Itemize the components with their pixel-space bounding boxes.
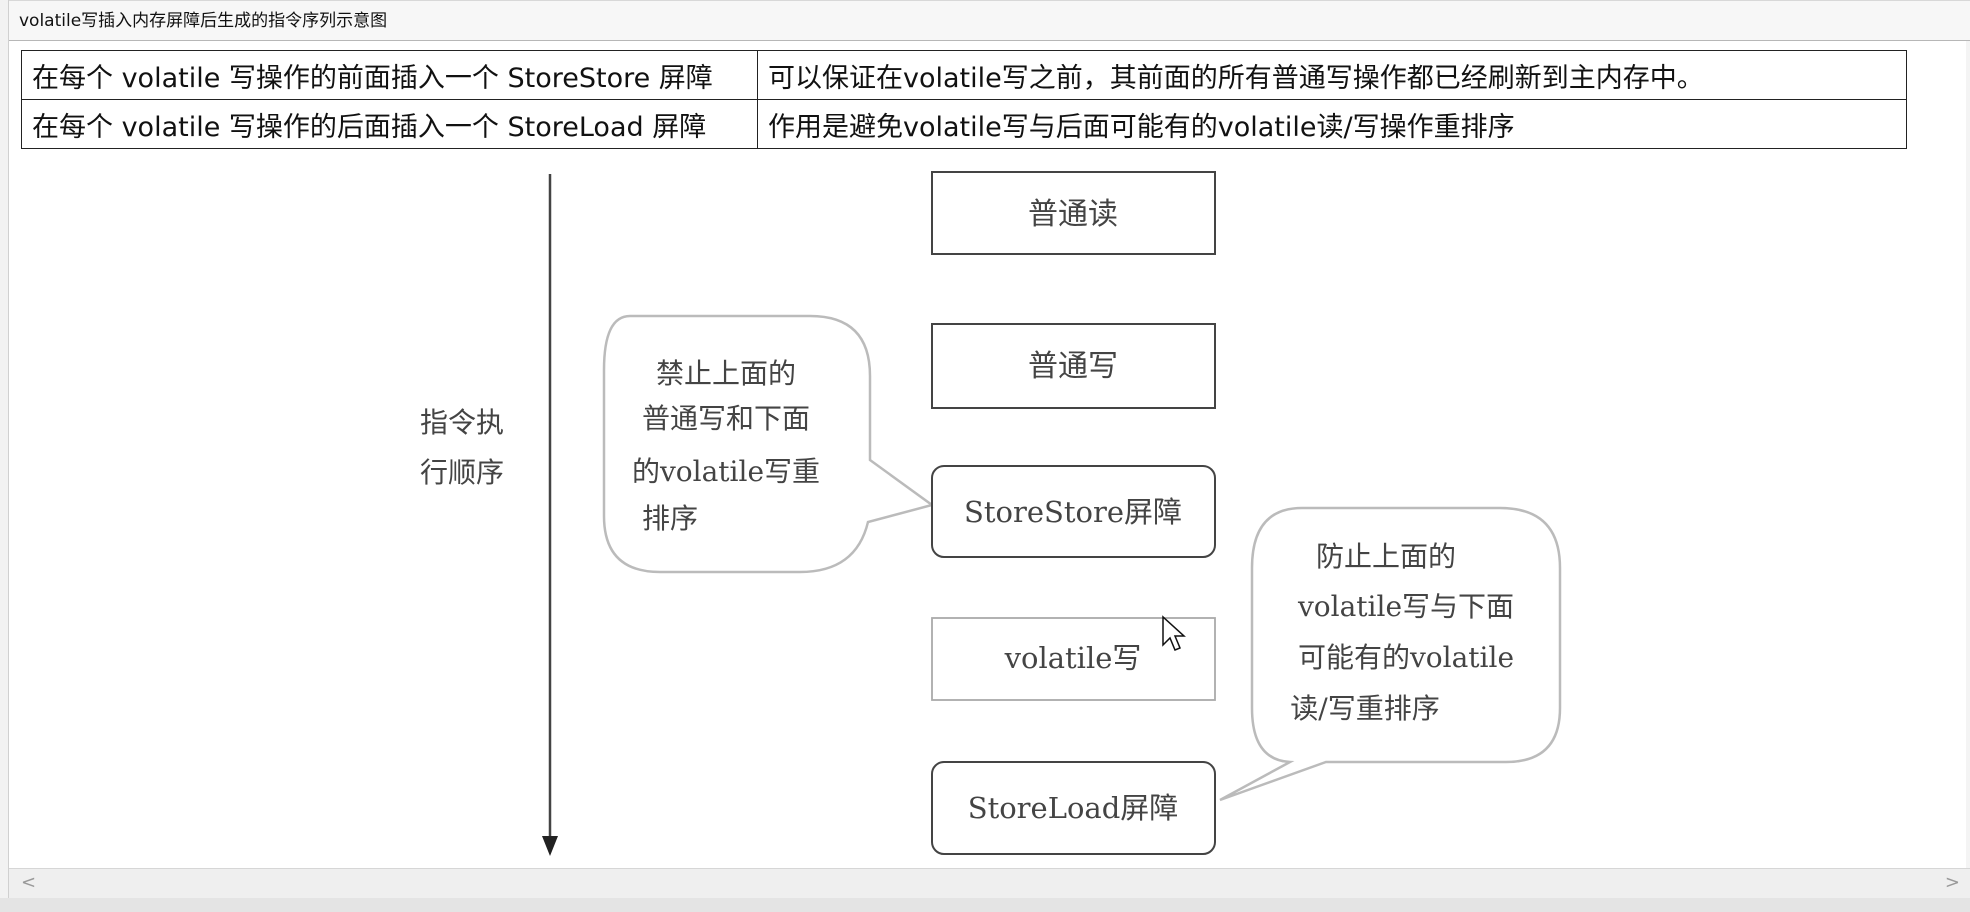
scroll-right-icon[interactable]: > [1944, 872, 1960, 893]
rule-cell: 在每个 volatile 写操作的前面插入一个 StoreStore 屏障 [21, 50, 758, 100]
window-title: volatile写插入内存屏障后生成的指令序列示意图 [9, 0, 1970, 41]
table-row: 在每个 volatile 写操作的后面插入一个 StoreLoad 屏障 作用是… [21, 99, 1907, 149]
step-label: StoreLoad屏障 [968, 791, 1179, 825]
bottom-bar [0, 898, 1970, 912]
axis-label-line: 指令执 [420, 406, 504, 439]
step-label: StoreStore屏障 [964, 495, 1182, 529]
callout-left-bubble [602, 314, 935, 574]
right-edge [1966, 0, 1970, 912]
callout-left-line: 排序 [642, 502, 698, 535]
effect-cell: 作用是避免volatile写与后面可能有的volatile读/写操作重排序 [757, 99, 1907, 149]
horizontal-scrollbar[interactable]: < > [9, 868, 1970, 898]
step-label: volatile写 [1004, 641, 1142, 675]
effect-cell: 可以保证在volatile写之前，其前面的所有普通写操作都已经刷新到主内存中。 [757, 50, 1907, 100]
callout-right-line: 读/写重排序 [1290, 692, 1439, 725]
callout-left-line: 普通写和下面 [642, 402, 810, 435]
callout-right-line: volatile写与下面 [1297, 590, 1514, 623]
callout-right-line: 防止上面的 [1316, 540, 1456, 573]
step-box [931, 171, 1216, 255]
scroll-left-icon[interactable]: < [21, 872, 37, 893]
callout-right-line: 可能有的volatile [1298, 641, 1514, 674]
callout-right-bubble [1219, 506, 1562, 802]
step-label: 普通写 [1028, 349, 1118, 384]
step-label: 普通读 [1028, 197, 1118, 232]
mouse-cursor-icon [1162, 615, 1186, 651]
callout-left-line: 禁止上面的 [656, 357, 796, 390]
rules-table: 在每个 volatile 写操作的前面插入一个 StoreStore 屏障 可以… [21, 50, 1907, 149]
rule-cell: 在每个 volatile 写操作的后面插入一个 StoreLoad 屏障 [21, 99, 758, 149]
order-axis-arrowhead [542, 836, 558, 856]
callout-left-line: 的volatile写重 [632, 455, 820, 488]
axis-label-line: 行顺序 [420, 456, 504, 489]
step-box [931, 761, 1216, 855]
step-box [931, 323, 1216, 409]
table-row: 在每个 volatile 写操作的前面插入一个 StoreStore 屏障 可以… [21, 50, 1907, 100]
step-box [931, 465, 1216, 558]
left-gutter [0, 0, 9, 912]
